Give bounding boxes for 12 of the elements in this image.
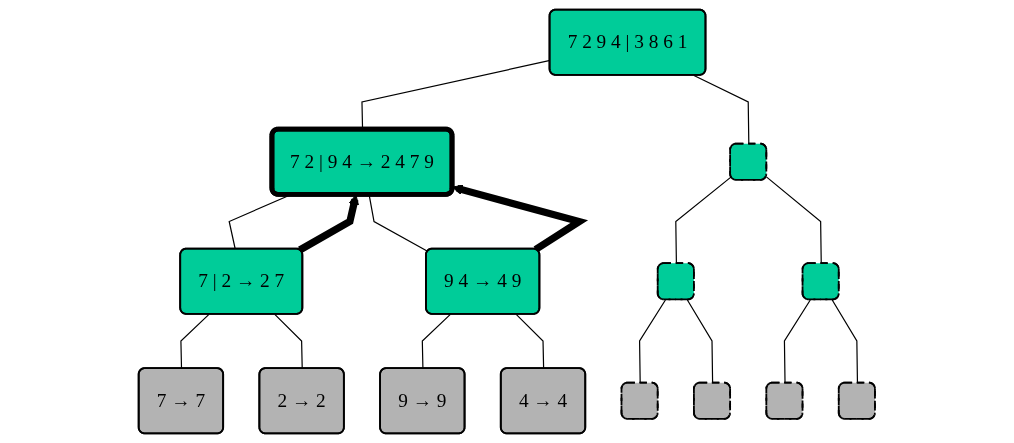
connector (784, 299, 812, 384)
connector (766, 176, 823, 265)
connector (421, 313, 452, 370)
connector (686, 299, 714, 384)
arrow (452, 184, 589, 253)
connector (831, 299, 859, 384)
connector (693, 74, 750, 145)
connector (675, 176, 733, 265)
connector (274, 313, 303, 370)
connector (639, 299, 667, 384)
connector (180, 313, 210, 370)
connector (515, 313, 545, 370)
